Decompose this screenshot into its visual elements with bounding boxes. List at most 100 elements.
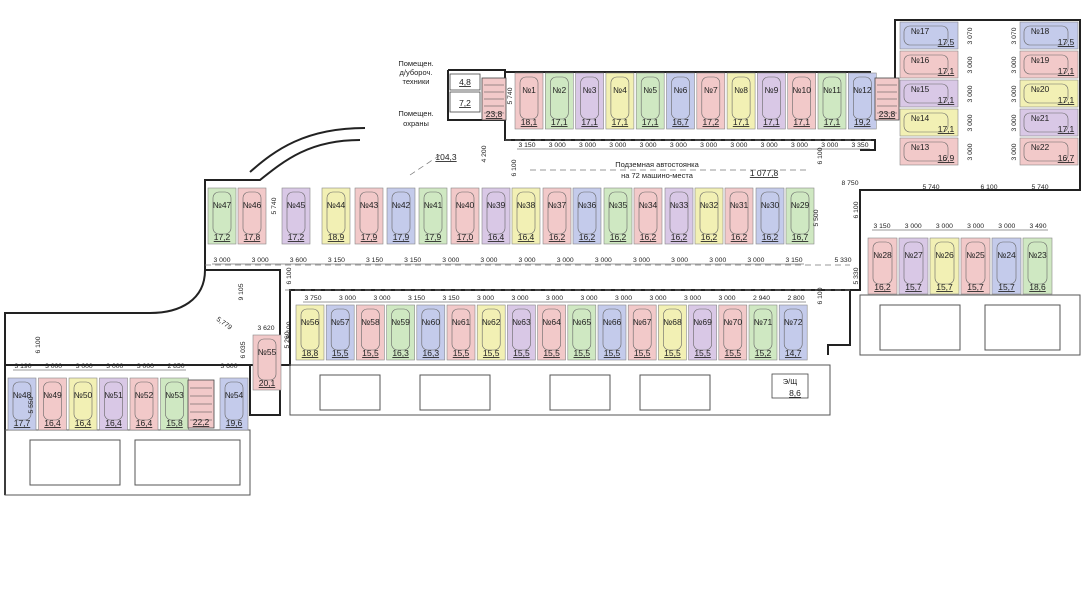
space-fill: [507, 304, 536, 361]
dim-mid: 3 000: [671, 257, 688, 264]
room-security-label: охраны: [403, 119, 429, 128]
space-area: 15,5: [513, 348, 530, 358]
space-area: 17,5: [938, 37, 955, 47]
space-fill: [219, 377, 249, 431]
dim-right-small: 6 100: [853, 201, 860, 218]
room-cleaning-area: 4,8: [459, 77, 471, 87]
space-number: №47: [213, 200, 232, 210]
car-icon: [762, 76, 781, 120]
space-fill: [572, 187, 602, 245]
space-fill: [386, 187, 416, 245]
room-electrical: [771, 373, 809, 399]
car-icon: [996, 241, 1017, 285]
dim-right-small: 3 150: [873, 223, 890, 230]
space-number: №3: [583, 85, 597, 95]
car-icon: [903, 54, 949, 75]
space-area: 17,8: [244, 232, 261, 242]
dim-top: 6 100: [817, 147, 824, 164]
space-fill: [724, 187, 754, 245]
space-fill: [1019, 137, 1079, 166]
car-icon: [699, 191, 719, 235]
stair-area: 23,8: [879, 109, 896, 119]
dim-lower: 3 000: [477, 295, 494, 302]
car-icon: [486, 191, 506, 235]
dim-right: 3 000: [967, 143, 974, 160]
parking-space: №47 17,2: [207, 187, 237, 245]
parking-space: №57 15,5: [325, 304, 355, 361]
space-number: №70: [724, 317, 743, 327]
car-icon: [242, 191, 262, 235]
space-area: 15,5: [332, 348, 349, 358]
car-icon: [455, 191, 475, 235]
car-icon: [731, 76, 751, 120]
space-area: 15,8: [166, 418, 183, 428]
dim-mid: 6 100: [286, 267, 293, 284]
dim-right-small: 3 000: [936, 223, 953, 230]
dim-right: 3 000: [1011, 143, 1018, 160]
space-number: №30: [761, 200, 780, 210]
space-number: №21: [1031, 113, 1050, 123]
room-security-label: Помещен.: [398, 109, 433, 118]
space-fill: [1019, 79, 1079, 108]
space-area: 17,1: [1058, 66, 1075, 76]
space-number: №49: [43, 390, 62, 400]
space-fill: [688, 304, 717, 361]
space-fill: [237, 187, 267, 245]
space-number: №40: [456, 200, 475, 210]
car-icon: [638, 191, 658, 235]
dim-lower: 3 150: [442, 295, 459, 302]
space-area: 17,2: [214, 232, 231, 242]
space-number: №57: [331, 317, 350, 327]
space-fill: [757, 72, 786, 130]
dim-lower: 5 260: [284, 331, 291, 348]
dim-lower: 6 100: [817, 287, 824, 304]
space-fill: [696, 72, 726, 130]
dim-mid: 3 000: [480, 257, 497, 264]
car-icon: [872, 241, 893, 285]
space-number: №32: [700, 200, 719, 210]
space-area: 17,1: [612, 117, 629, 127]
car-icon: [361, 308, 380, 351]
space-number: №27: [904, 250, 923, 260]
car-icon: [359, 191, 379, 235]
space-area: 18,9: [328, 232, 345, 242]
dim-mid: 3 000: [633, 257, 650, 264]
car-icon: [723, 308, 743, 351]
space-number: №2: [552, 85, 566, 95]
space-fill: [778, 304, 808, 361]
car-icon: [792, 76, 812, 120]
space-number: №1: [522, 85, 536, 95]
space-area: 17,1: [642, 117, 659, 127]
dim-mid: 5 330: [834, 257, 851, 264]
space-fill: [658, 304, 687, 361]
space-number: №23: [1028, 250, 1047, 260]
space-area: 15,5: [604, 348, 621, 358]
space-number: №8: [734, 85, 748, 95]
car-icon: [212, 191, 232, 235]
space-fill: [755, 187, 785, 245]
space-number: №16: [911, 55, 930, 65]
space-area: 17,9: [393, 232, 410, 242]
space-area: 15,5: [574, 348, 591, 358]
space-number: №53: [165, 390, 184, 400]
car-icon: [1027, 241, 1048, 285]
space-area: 16,7: [1058, 153, 1075, 163]
